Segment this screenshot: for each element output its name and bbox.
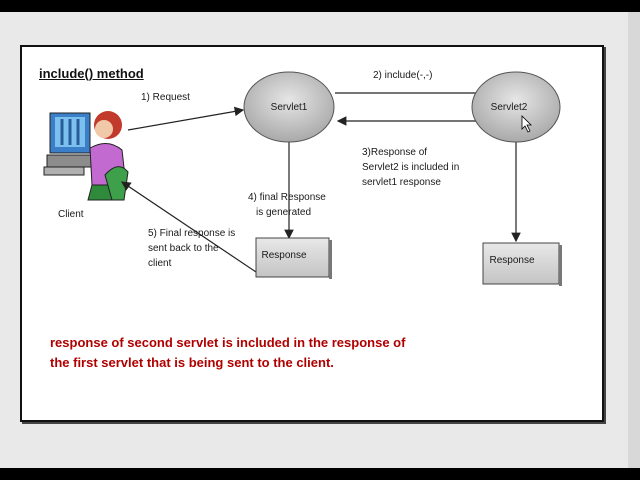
servlet2-node: Servlet2 [471,71,561,143]
response-box-1: Response [255,237,332,279]
final-generated-label: 4) final Response is generated [248,190,326,220]
request-label: 1) Request [141,92,190,103]
client-label: Client [58,209,84,220]
client-illustration-icon [43,111,129,201]
final-sent-label: 5) Final response is sent back to the cl… [148,226,235,271]
caption-line-2: the first servlet that is being sent to … [50,355,334,370]
final-sent-line-1: 5) Final response is [148,228,236,239]
servlet1-label: Servlet1 [271,102,308,113]
include-label: 2) include(-,-) [373,70,433,81]
final-sent-line-3: client [148,258,172,269]
response-2-label: Response [489,255,534,266]
window-edge-strip [628,12,640,468]
servlet2-response-line-2: Servlet2 is included in [362,162,460,173]
final-sent-arrow [121,181,257,273]
request-arrow [127,106,245,131]
mouse-cursor-icon [521,115,532,133]
final-sent-line-2: sent back to the [148,243,219,254]
servlet2-response-label: 3)Response of Servlet2 is included in se… [362,145,459,190]
response-1-label: Response [261,250,306,261]
final-generated-line-2: is generated [256,207,312,218]
caption: response of second servlet is included i… [50,333,405,373]
final-generated-line-1: 4) final Response [248,192,326,203]
response-box-2: Response [482,242,562,286]
servlet2-label: Servlet2 [491,102,528,113]
caption-line-1: response of second servlet is included i… [50,335,406,350]
servlet1-node: Servlet1 [243,71,335,143]
diagram-title: include() method [39,66,144,81]
servlet2-response-line-3: servlet1 response [362,177,441,188]
servlet2-response-line-1: 3)Response of [362,147,428,158]
